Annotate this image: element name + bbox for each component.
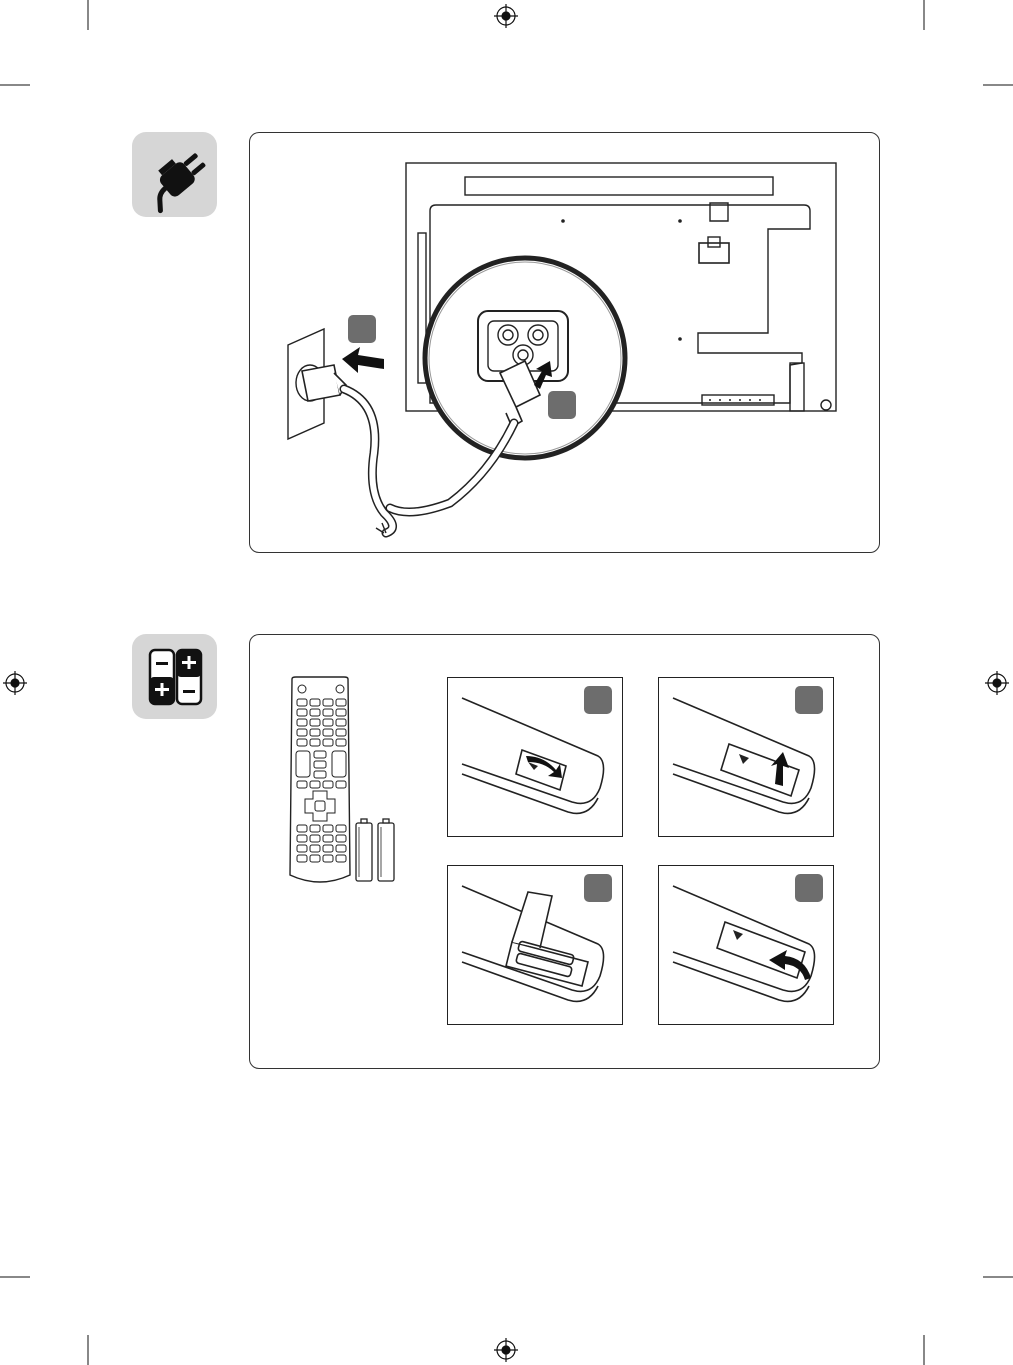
registration-mark-top — [494, 4, 518, 28]
power-connection-panel — [249, 132, 880, 553]
step-insert-batteries — [447, 865, 623, 1025]
power-section-icon-tile — [132, 132, 217, 217]
power-connection-illustration — [250, 133, 881, 554]
step-badge-lift-cover — [795, 686, 823, 714]
step-badge-insert-batteries — [584, 874, 612, 902]
arrow-into-outlet — [342, 347, 384, 373]
aa-batteries — [354, 817, 398, 885]
zoom-circle — [425, 258, 625, 458]
battery-section-icon-tile — [132, 634, 217, 719]
step-1-badge — [348, 315, 376, 343]
battery-panel — [249, 634, 880, 1069]
registration-mark-right — [985, 671, 1009, 695]
step-lift-cover — [658, 677, 834, 837]
registration-mark-left — [3, 671, 27, 695]
remote-control — [288, 675, 352, 891]
slide-arrow — [526, 756, 562, 778]
step-open-cover — [447, 677, 623, 837]
step-2-badge — [548, 391, 576, 419]
lift-arrow — [771, 752, 789, 786]
step-badge-open-cover — [584, 686, 612, 714]
power-plug-icon — [132, 132, 217, 217]
step-badge-close-cover — [795, 874, 823, 902]
registration-mark-bottom — [494, 1338, 518, 1362]
step-close-cover — [658, 865, 834, 1025]
battery-icon — [132, 634, 217, 719]
